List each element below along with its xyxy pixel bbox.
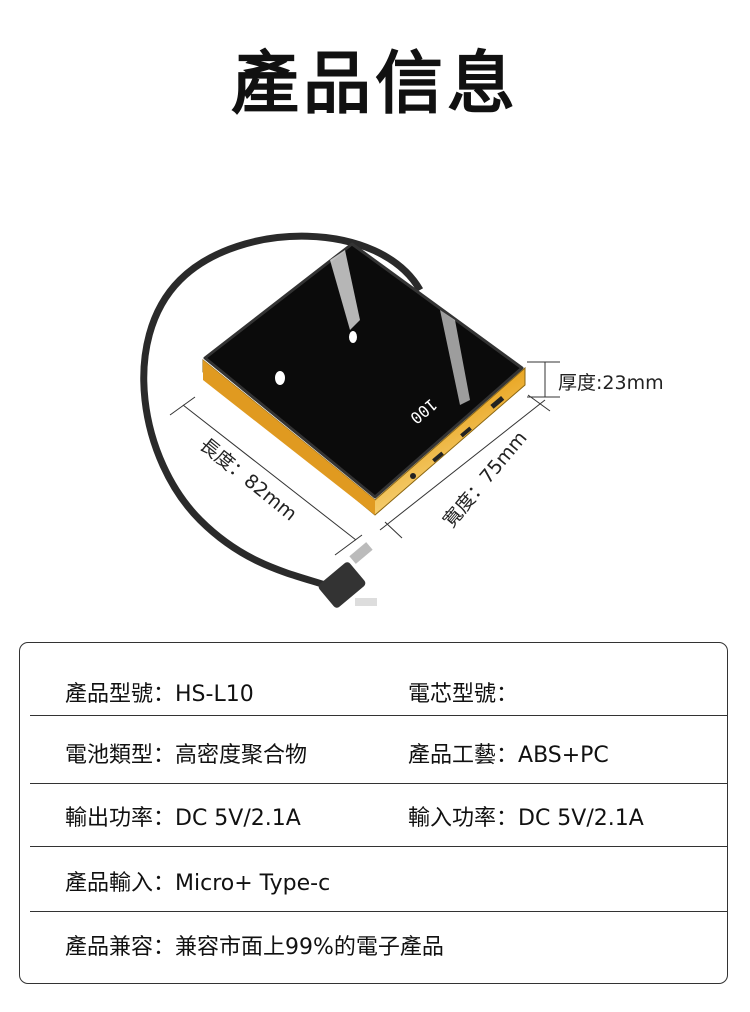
divider xyxy=(30,715,727,716)
divider xyxy=(30,846,727,847)
spec-material: 產品工藝：ABS+PC xyxy=(408,743,609,768)
cable xyxy=(140,232,424,594)
glass-top xyxy=(203,242,524,499)
spec-model: 產品型號：HS-L10 xyxy=(65,682,254,707)
divider xyxy=(30,911,727,912)
spec-input: 產品輸入：Micro+ Type-c xyxy=(65,871,331,896)
spec-battery-type: 電池類型：高密度聚合物 xyxy=(65,743,308,768)
power-bank-image: 100 xyxy=(140,232,560,608)
spec-table: 產品型號：HS-L10 電芯型號： 電池類型：高密度聚合物 產品工藝：ABS+P… xyxy=(19,642,728,984)
divider xyxy=(30,783,727,784)
page-title: 產品信息 xyxy=(230,45,519,124)
cable-connector xyxy=(318,562,366,608)
thickness-label: 厚度:23mm xyxy=(558,372,664,394)
spec-output: 輸出功率：DC 5V/2.1A xyxy=(65,806,301,831)
spec-compatibility: 產品兼容：兼容市面上99%的電子產品 xyxy=(65,935,444,960)
spec-input-power: 輸入功率：DC 5V/2.1A xyxy=(408,806,644,831)
spec-cell-model: 電芯型號： xyxy=(408,682,519,707)
